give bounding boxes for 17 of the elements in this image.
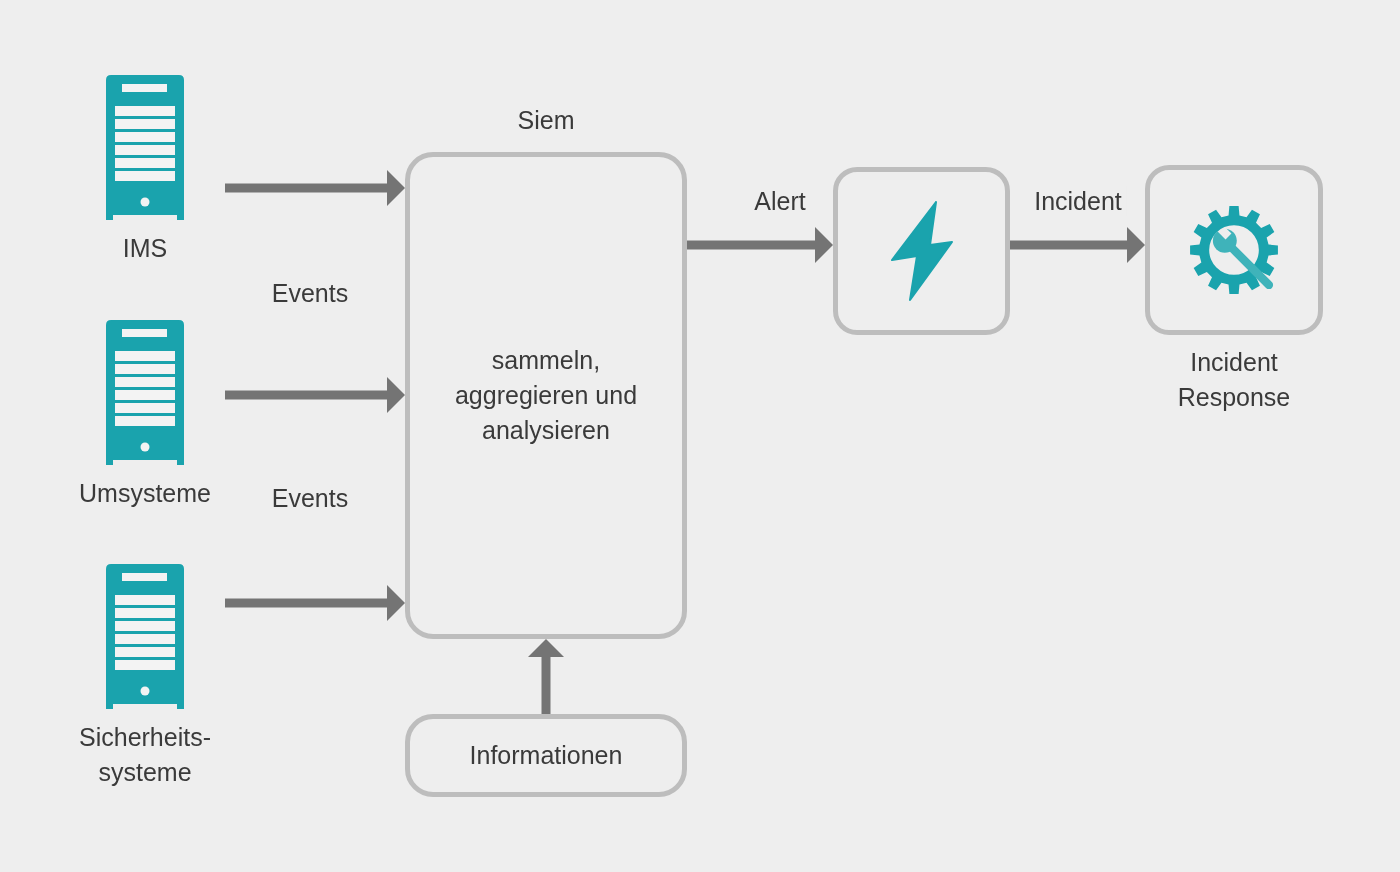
arrow (225, 170, 405, 206)
text-label: Events (271, 483, 349, 513)
arrow (1010, 227, 1145, 263)
arrow (687, 227, 833, 263)
arrow (225, 585, 405, 621)
box-text: sammeln, aggregieren und analysieren (453, 345, 639, 446)
process-box (405, 714, 687, 797)
box-heading: Siem (517, 105, 575, 136)
arrow (225, 377, 405, 413)
node-label: Umsysteme (79, 478, 211, 509)
rounded-box (833, 167, 1010, 335)
text-label: Events (271, 278, 349, 308)
box-text: Informationen (469, 740, 623, 771)
arrow (528, 639, 564, 714)
node-label: Sicherheits- systeme (78, 722, 212, 788)
node-caption: Incident Response (1176, 347, 1292, 413)
node-label: IMS (122, 233, 168, 264)
